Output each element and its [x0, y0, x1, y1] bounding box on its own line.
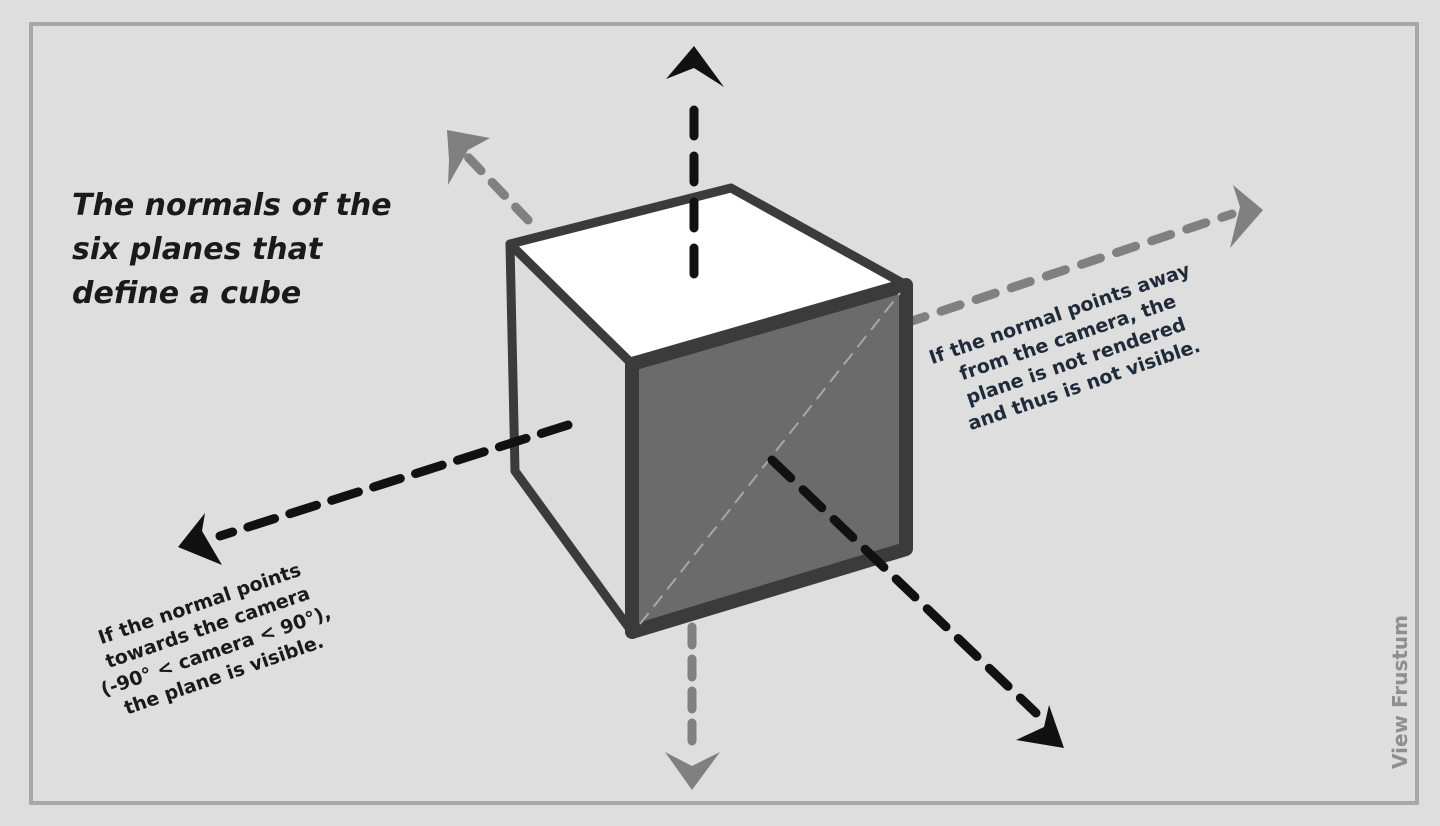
- title-line: The normals of the: [72, 188, 392, 223]
- normal-back-left-up: [461, 150, 533, 225]
- hidden-normals: [461, 150, 1237, 753]
- title-line: six planes that: [72, 232, 323, 267]
- visible-arrowheads: [178, 46, 1064, 748]
- arrowhead-front-right-down: [1016, 705, 1064, 748]
- arrowhead-up: [666, 46, 724, 87]
- hidden-arrowheads: [447, 130, 1263, 790]
- view-frustum-label: View Frustum: [1388, 615, 1412, 770]
- normal-right: [901, 209, 1237, 328]
- arrowhead-left: [178, 513, 222, 565]
- frame-border: [29, 22, 1419, 805]
- diagram-title: The normals of the six planes that defin…: [72, 184, 402, 316]
- visible-normals: [215, 93, 1041, 718]
- arrowhead-right: [1230, 185, 1263, 248]
- cube: [505, 183, 913, 639]
- normal-left: [215, 420, 573, 541]
- title-line: define a cube: [72, 276, 302, 311]
- normal-front-right-down: [767, 455, 1041, 718]
- arrowhead-down: [665, 752, 720, 790]
- arrowhead-back-left-up: [447, 130, 490, 185]
